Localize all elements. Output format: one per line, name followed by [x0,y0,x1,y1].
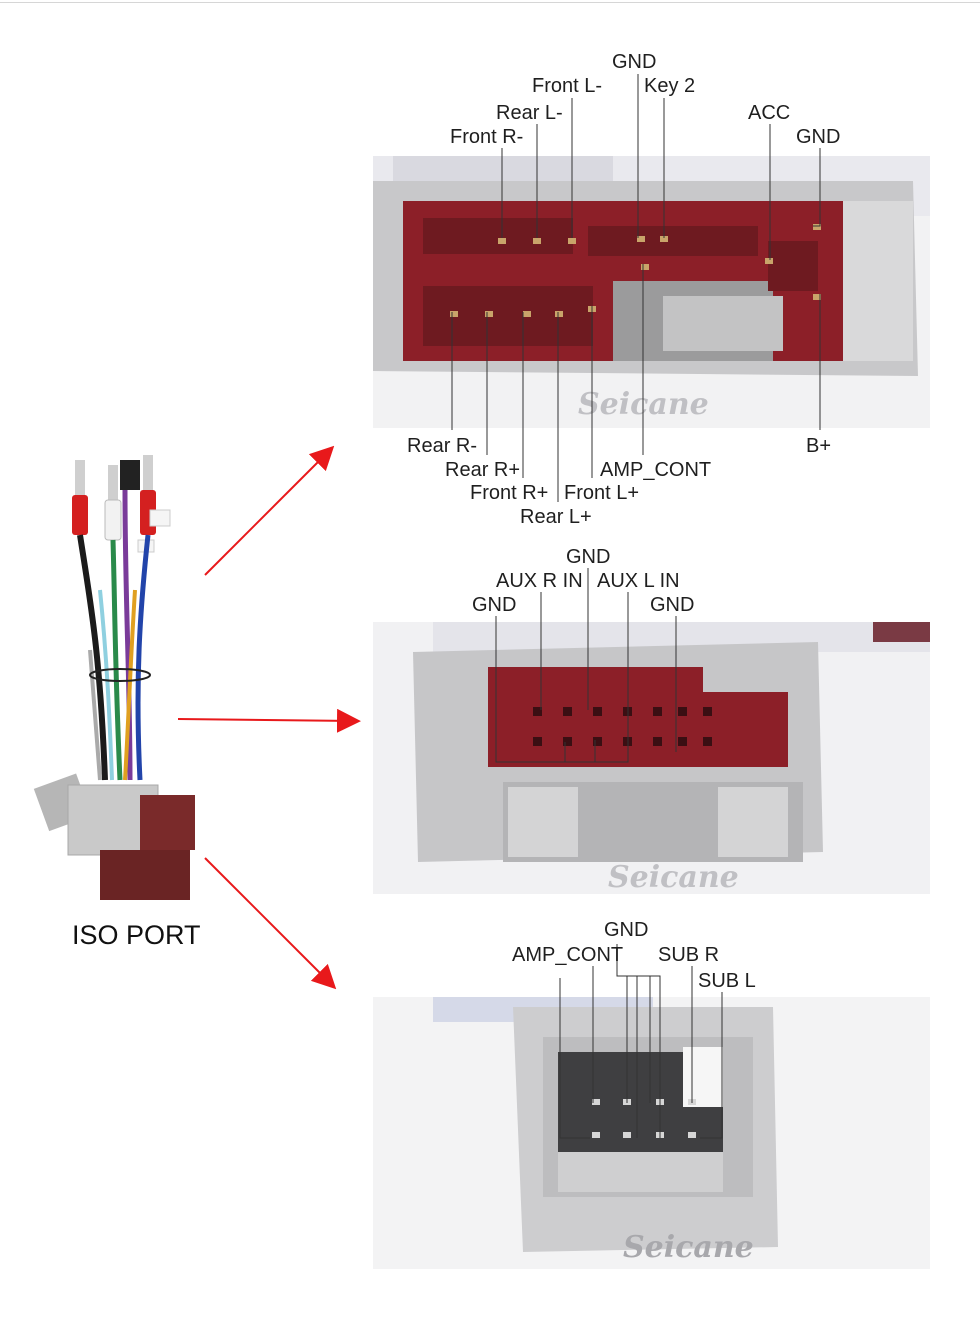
arrow-to-connector-2 [177,708,361,733]
arrow-to-connector-3 [204,857,337,990]
c1-label-rear-l-minus: Rear L- [496,102,563,124]
c2-label-gnd-top: GND [566,546,611,568]
c1-label-rear-r-minus: Rear R- [407,435,478,457]
arrow-to-connector-1 [204,445,335,576]
connector-1-photo: Seicane [373,156,930,428]
top-divider [0,2,980,3]
c1-label-gnd-top: GND [612,51,657,73]
iso-port-title: ISO PORT [72,920,201,950]
c3-label-amp-cont: AMP_CONT [512,944,624,966]
c1-label-front-l-plus: Front L+ [564,482,640,504]
connector-3-photo: Seicane [373,997,930,1269]
c3-label-gnd: GND [604,919,649,941]
c2-label-gnd-left: GND [472,594,517,616]
c2-label-aux-l-in: AUX L IN [597,570,680,592]
c1-label-rear-l-plus: Rear L+ [520,506,592,528]
connector-3-watermark: Seicane [623,1230,754,1265]
c1-label-acc: ACC [748,102,791,124]
c1-label-front-r-minus: Front R- [450,126,524,148]
c1-label-b-plus: B+ [806,435,832,457]
c2-label-gnd-right: GND [650,594,695,616]
connector-2-photo: Seicane [373,622,930,894]
c1-label-amp-cont: AMP_CONT [600,459,712,481]
c2-label-aux-r-in: AUX R IN [496,570,583,592]
connector-2-watermark: Seicane [608,860,739,894]
c1-label-rear-r-plus: Rear R+ [445,459,521,481]
c1-label-front-r-plus: Front R+ [470,482,549,504]
c1-label-gnd-right: GND [796,126,841,148]
c3-label-sub-l: SUB L [698,970,756,992]
c1-label-front-l-minus: Front L- [532,75,603,97]
iso-harness-illustration [30,450,210,910]
c3-label-sub-r: SUB R [658,944,720,966]
c1-label-key2: Key 2 [644,75,696,97]
